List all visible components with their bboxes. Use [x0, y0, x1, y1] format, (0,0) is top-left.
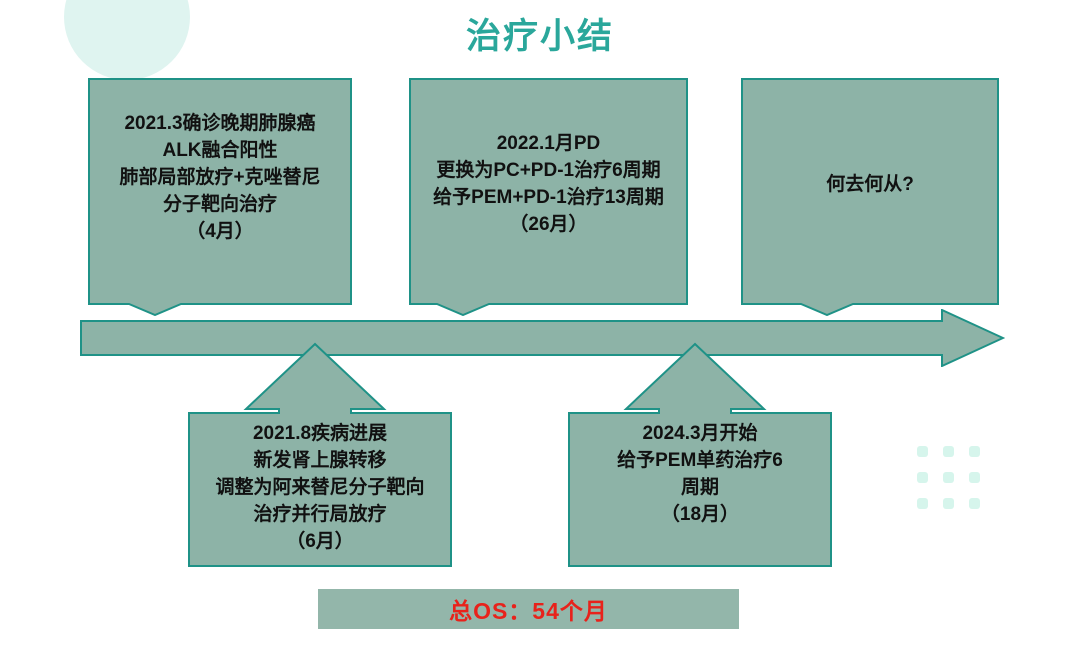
- decorative-dot: [943, 472, 954, 483]
- callout-event-2022-01[interactable]: 2022.1月PD 更换为PC+PD-1治疗6周期 给予PEM+PD-1治疗13…: [409, 78, 688, 316]
- callout-up-arrow-icon: [188, 342, 452, 567]
- total-os-banner: 总OS：54个月: [318, 589, 739, 629]
- callout-shape: [88, 78, 352, 316]
- decorative-dot-grid: [917, 446, 995, 524]
- callout-shape: [568, 342, 832, 567]
- callout-text: 2021.8疾病进展 新发肾上腺转移 调整为阿来替尼分子靶向 治疗并行局放疗 （…: [215, 423, 425, 552]
- callout-down-pointer-icon: [88, 78, 352, 316]
- decorative-dot: [917, 498, 928, 509]
- callout-up-arrow-icon: [568, 342, 832, 567]
- callout-shape: [741, 78, 999, 316]
- decorative-dot: [917, 472, 928, 483]
- decorative-dot: [969, 498, 980, 509]
- decorative-dot: [943, 446, 954, 457]
- decorative-dot: [917, 446, 928, 457]
- callout-shape: [188, 342, 452, 567]
- callout-shape: [409, 78, 688, 316]
- page-title: 治疗小结: [465, 17, 614, 56]
- callout-text: 何去何从?: [826, 174, 914, 195]
- callout-down-pointer-icon: [741, 78, 999, 316]
- decorative-dot: [969, 446, 980, 457]
- decorative-dot: [969, 472, 980, 483]
- callout-event-2024-03[interactable]: 2024.3月开始 给予PEM单药治疗6 周期 （18月）: [568, 342, 832, 567]
- callout-text: 2022.1月PD 更换为PC+PD-1治疗6周期 给予PEM+PD-1治疗13…: [433, 133, 664, 235]
- callout-down-pointer-icon: [409, 78, 688, 316]
- callout-event-2021-03[interactable]: 2021.3确诊晚期肺腺癌 ALK融合阳性 肺部局部放疗+克唑替尼 分子靶向治疗…: [88, 78, 352, 316]
- callout-event-question[interactable]: 何去何从?: [741, 78, 999, 316]
- callout-event-2021-08[interactable]: 2021.8疾病进展 新发肾上腺转移 调整为阿来替尼分子靶向 治疗并行局放疗 （…: [188, 342, 452, 567]
- total-os-text: 总OS：54个月: [449, 598, 608, 624]
- decorative-dot: [943, 498, 954, 509]
- callout-text: 2024.3月开始 给予PEM单药治疗6 周期 （18月）: [617, 423, 783, 525]
- callout-text: 2021.3确诊晚期肺腺癌 ALK融合阳性 肺部局部放疗+克唑替尼 分子靶向治疗…: [119, 113, 321, 242]
